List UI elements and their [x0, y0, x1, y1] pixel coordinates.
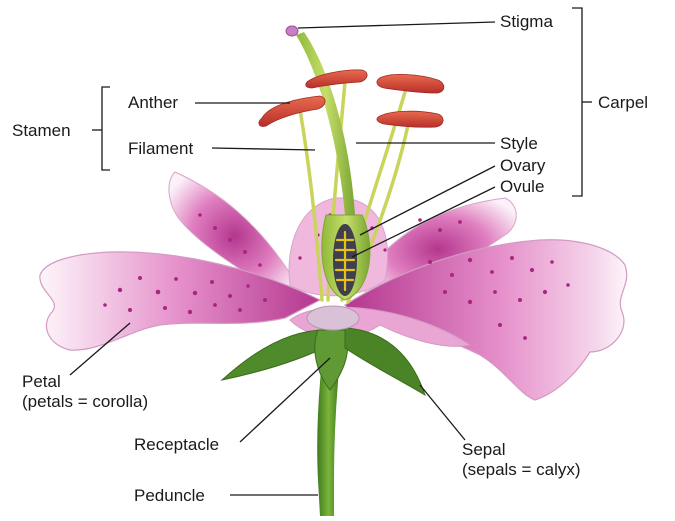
label-petal: Petal	[22, 372, 61, 391]
label-peduncle: Peduncle	[134, 486, 205, 505]
label-style: Style	[500, 134, 538, 153]
label-sepal-note: (sepals = calyx)	[462, 460, 581, 479]
style-shape	[296, 32, 355, 215]
sepal-center	[315, 330, 348, 390]
label-filament: Filament	[128, 139, 193, 158]
label-ovule: Ovule	[500, 177, 544, 196]
label-ovary: Ovary	[500, 156, 545, 175]
stigma-shape	[286, 26, 298, 36]
label-stigma: Stigma	[500, 12, 553, 31]
label-stamen: Stamen	[12, 121, 71, 140]
label-sepal: Sepal	[462, 440, 505, 459]
label-petal-note: (petals = corolla)	[22, 392, 148, 411]
label-anther: Anther	[128, 93, 178, 112]
label-carpel: Carpel	[598, 93, 648, 112]
receptacle-shape	[307, 306, 359, 330]
label-receptacle: Receptacle	[134, 435, 219, 454]
anthers	[259, 70, 444, 127]
